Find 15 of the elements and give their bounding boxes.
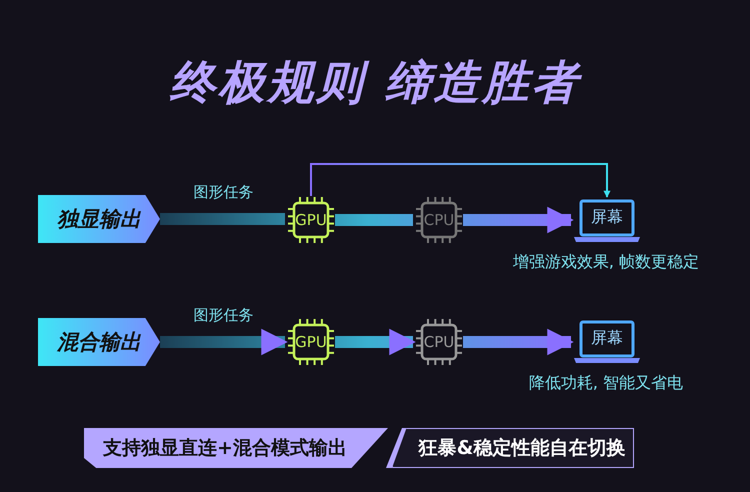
tab-label: 混合输出 — [38, 318, 160, 366]
node-label: 降低功耗, 智能又省电 — [528, 373, 684, 394]
edge-label: 图形任务 — [192, 183, 254, 202]
edge-label: 图形任务 — [192, 306, 254, 325]
arrow — [335, 328, 416, 356]
connector-line — [335, 214, 413, 226]
arrow — [463, 328, 574, 356]
title: 终极规则 缔造胜者 — [168, 54, 584, 111]
tab-label: 独显输出 — [38, 195, 160, 243]
connector-line — [160, 213, 285, 225]
arrow — [310, 163, 610, 198]
arrow — [463, 206, 574, 234]
banner: 狂暴&稳定性能自在切换 — [392, 428, 634, 468]
node-label: 增强游戏效果, 帧数更稳定 — [512, 252, 700, 273]
arrow — [160, 328, 288, 356]
